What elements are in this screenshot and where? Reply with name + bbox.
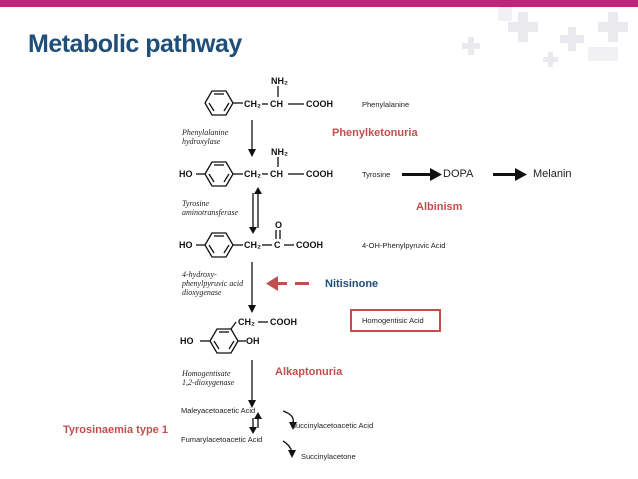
disease-tyrosinaemia-type-1: Tyrosinaemia type 1 — [63, 424, 168, 436]
enzyme-2-line-2: aminotransferase — [182, 208, 238, 217]
ch2-label-2: CH₂ — [244, 169, 261, 179]
enzyme-4-line-2: 1,2-dioxygenase — [182, 378, 235, 387]
enzyme-phenylalanine-hydroxylase: Phenylalanine hydroxylase — [182, 128, 228, 146]
metabolite-4-oh-phenylpyruvic-acid: 4-OH-Phenylpyruvic Acid — [362, 241, 446, 250]
metabolite-maleylacetoacetic-acid: Maleyacetoacetic Acid — [181, 406, 256, 415]
page-title: Metabolic pathway — [28, 30, 242, 58]
metabolite-homogentisic-acid: Homogentisic Acid — [362, 316, 424, 325]
cooh-label-1: COOH — [306, 99, 333, 109]
cooh-label-2: COOH — [306, 169, 333, 179]
metabolite-phenylalanine: Phenylalanine — [362, 100, 410, 109]
enzyme-4-hppd: 4-hydroxy- phenylpyruvic acid dioxygenas… — [182, 270, 243, 297]
benzene-ring-4 — [209, 328, 239, 354]
metabolite-tyrosine: Tyrosine — [362, 170, 391, 179]
nh2-label-1: NH₂ — [271, 76, 288, 86]
drug-nitisinone: Nitisinone — [325, 278, 379, 290]
enzyme-3-line-3: dioxygenase — [182, 288, 222, 297]
ho-label-3: HO — [179, 240, 193, 250]
c-label-3: C — [274, 240, 281, 250]
enzyme-1-line-2: hydroxylase — [182, 137, 221, 146]
cooh-label-4: COOH — [270, 317, 297, 327]
nh2-label-2: NH₂ — [271, 147, 288, 157]
oh-label-4: OH — [246, 336, 260, 346]
enzyme-1-line-1: Phenylalanine — [182, 128, 229, 137]
benzene-ring-1 — [204, 90, 234, 116]
ho-label-2: HO — [179, 169, 193, 179]
benzene-ring-3 — [204, 232, 234, 258]
enzyme-3-line-2: phenylpyruvic acid — [182, 279, 244, 288]
top-accent-bar — [0, 0, 638, 7]
enzyme-homogentisate-dioxygenase: Homogentisate 1,2-dioxygenase — [182, 369, 234, 387]
ch-label-2: CH — [270, 169, 283, 179]
metabolite-fumarylacetoacetic-acid: Fumarylacetoacetic Acid — [181, 435, 263, 444]
metabolite-succinylacetone: Succinylacetone — [301, 452, 356, 461]
ho-label-4: HO — [180, 336, 194, 346]
benzene-ring-2 — [204, 161, 234, 187]
metabolite-succinylacetoacetic-acid: Succinylacetoacetic Acid — [291, 421, 374, 430]
cooh-label-3: COOH — [296, 240, 323, 250]
ch2-label-4: CH₂ — [238, 317, 255, 327]
disease-alkaptonuria: Alkaptonuria — [275, 366, 343, 378]
enzyme-tyrosine-aminotransferase: Tyrosine aminotransferase — [182, 199, 238, 217]
ch2-label-3: CH₂ — [244, 240, 261, 250]
enzyme-3-line-1: 4-hydroxy- — [182, 270, 217, 279]
branch-melanin: Melanin — [533, 168, 572, 180]
decorative-plus-pattern — [462, 7, 628, 67]
branch-dopa: DOPA — [443, 168, 474, 180]
homogentisic-acid-highlight-box — [350, 309, 441, 332]
ch-label-1: CH — [270, 99, 283, 109]
disease-phenylketonuria: Phenylketonuria — [332, 127, 418, 139]
ch2-label-1: CH₂ — [244, 99, 261, 109]
enzyme-4-line-1: Homogentisate — [182, 369, 231, 378]
enzyme-2-line-1: Tyrosine — [182, 199, 210, 208]
o-label-3: O — [275, 220, 283, 230]
disease-albinism: Albinism — [416, 201, 463, 213]
